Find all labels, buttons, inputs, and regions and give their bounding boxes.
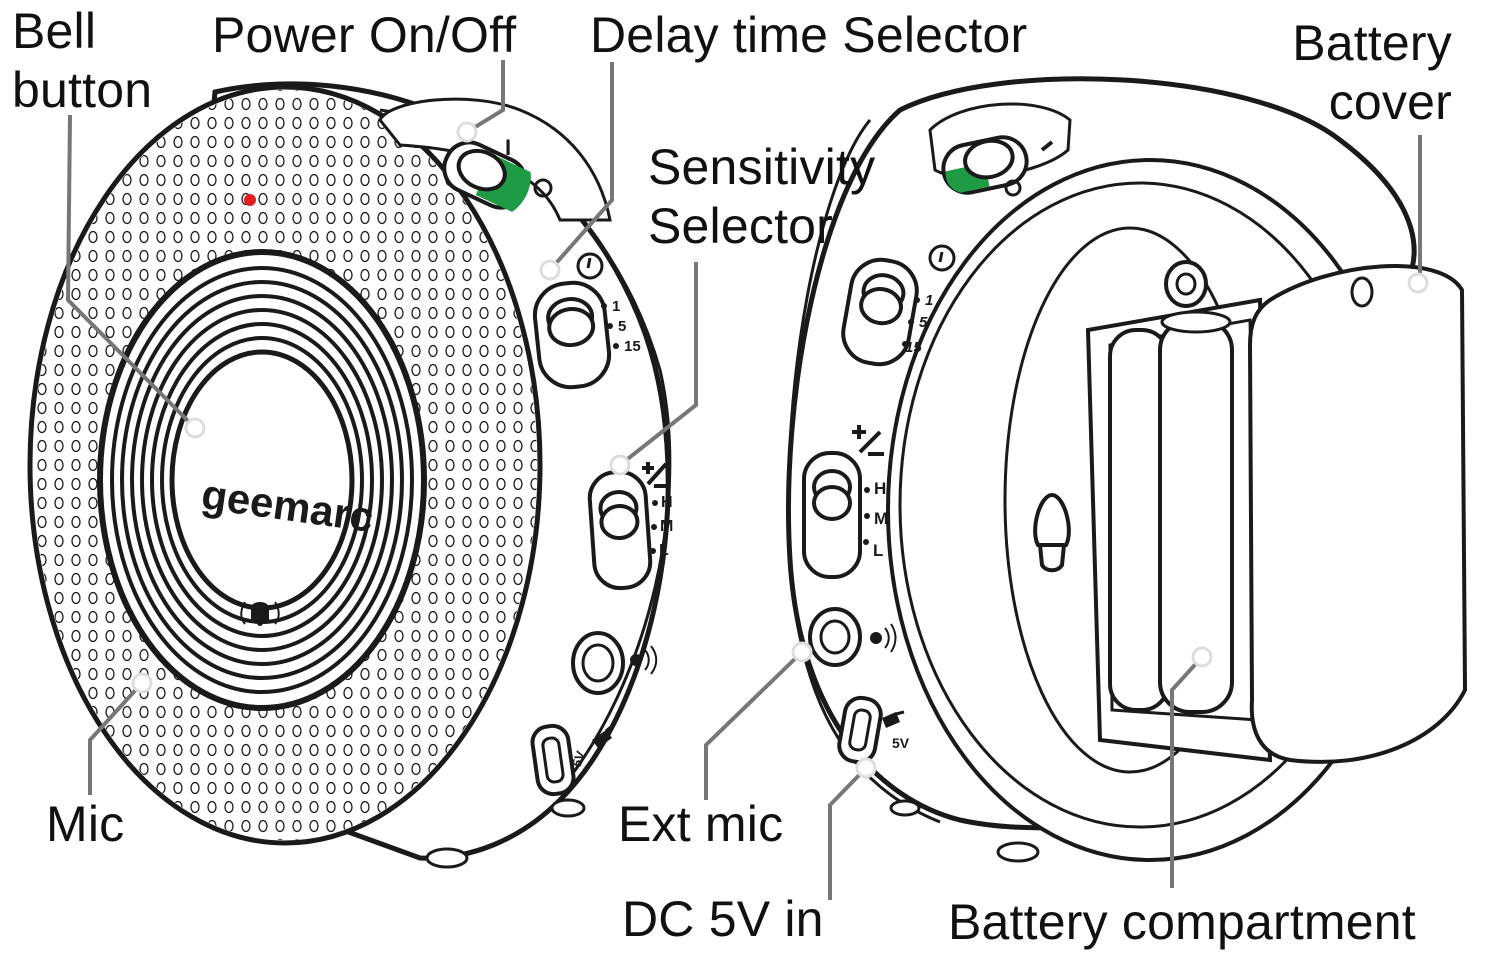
power-switch[interactable] bbox=[436, 135, 537, 218]
label-bell-line2: button bbox=[12, 62, 153, 118]
right-usb-port[interactable] bbox=[837, 695, 884, 765]
delay-selector[interactable] bbox=[532, 280, 612, 391]
right-sensitivity-option-h: H bbox=[874, 479, 886, 498]
sensitivity-options: H M L bbox=[650, 494, 673, 559]
delay-option-5: 5 bbox=[618, 318, 626, 335]
right-device: 1 5 15 H M L bbox=[786, 76, 1468, 863]
indicator-led bbox=[244, 194, 256, 206]
label-delay: Delay time Selector bbox=[590, 7, 1028, 63]
left-device: geemarc I bbox=[27, 81, 673, 869]
right-delay-options: 1 5 15 bbox=[902, 292, 933, 356]
sensitivity-selector[interactable] bbox=[587, 469, 653, 591]
leader-power bbox=[465, 60, 505, 134]
right-power-switch[interactable] bbox=[939, 133, 1031, 197]
leader-ext-mic bbox=[704, 650, 804, 800]
sensitivity-option-h: H bbox=[661, 494, 673, 511]
bell-button-rings[interactable] bbox=[97, 249, 427, 711]
right-ext-mic-icon bbox=[870, 623, 897, 653]
delay-option-1: 1 bbox=[612, 298, 620, 315]
bell-icon bbox=[240, 601, 280, 626]
right-usb-label: 5V bbox=[892, 735, 910, 751]
left-usb-label: 5V bbox=[569, 749, 589, 769]
mic-sensitivity-icon bbox=[642, 462, 668, 488]
right-delay-option-15: 15 bbox=[905, 339, 922, 356]
label-battery-cover: Battery cover bbox=[1292, 14, 1452, 132]
label-power: Power On/Off bbox=[212, 7, 517, 63]
left-usb-port[interactable] bbox=[530, 723, 576, 797]
right-sensitivity-selector[interactable] bbox=[802, 451, 862, 579]
battery-cover[interactable] bbox=[1247, 264, 1468, 764]
right-sensitivity-option-l: L bbox=[873, 541, 883, 560]
ext-mic-icon bbox=[630, 645, 658, 675]
right-delay-option-1: 1 bbox=[925, 292, 933, 309]
right-delay-selector[interactable] bbox=[838, 255, 921, 369]
sensitivity-option-m: M bbox=[660, 518, 673, 535]
label-bell-button: Bell button bbox=[12, 2, 152, 120]
delay-clock-icon bbox=[576, 252, 604, 280]
label-mic: Mic bbox=[46, 796, 125, 852]
label-sensitivity: Sensitivity Selector bbox=[648, 138, 875, 256]
leader-mic bbox=[88, 681, 144, 795]
power-on-mark: I bbox=[505, 135, 511, 160]
right-delay-clock-icon bbox=[928, 244, 956, 272]
leader-lines bbox=[65, 60, 1429, 900]
label-battery-cover-line1: Battery bbox=[1292, 15, 1452, 71]
leader-bell bbox=[65, 114, 197, 430]
wall-mount-keyhole bbox=[1033, 492, 1071, 573]
power-off-mark bbox=[533, 178, 553, 198]
leader-dc bbox=[828, 766, 868, 900]
leader-battery-compartment bbox=[1170, 655, 1204, 888]
leader-sensitivity bbox=[618, 262, 698, 467]
label-dc-in: DC 5V in bbox=[622, 891, 824, 947]
plug-icon bbox=[592, 724, 613, 748]
left-ext-mic-jack[interactable] bbox=[571, 631, 625, 695]
right-sensitivity-option-m: M bbox=[874, 509, 888, 528]
right-ext-mic-jack[interactable] bbox=[808, 607, 862, 667]
delay-options: 1 5 15 bbox=[601, 298, 641, 355]
label-battery-cover-line2: cover bbox=[1328, 74, 1452, 130]
right-delay-option-5: 5 bbox=[919, 314, 928, 331]
label-sensitivity-line1: Sensitivity bbox=[648, 139, 876, 195]
sensitivity-option-l: L bbox=[659, 542, 669, 559]
right-sensitivity-options: H M L bbox=[863, 479, 888, 560]
battery-compartment bbox=[1085, 260, 1273, 763]
delay-option-15: 15 bbox=[624, 338, 641, 355]
label-sensitivity-line2: Selector bbox=[648, 198, 834, 254]
right-plug-icon bbox=[882, 710, 905, 728]
label-ext-mic: Ext mic bbox=[618, 796, 784, 852]
right-mic-sensitivity-icon bbox=[852, 425, 884, 456]
label-battery-compartment: Battery compartment bbox=[948, 894, 1416, 950]
right-power-marks bbox=[1004, 140, 1054, 197]
label-bell-line1: Bell bbox=[12, 3, 97, 59]
leader-delay bbox=[548, 62, 614, 272]
